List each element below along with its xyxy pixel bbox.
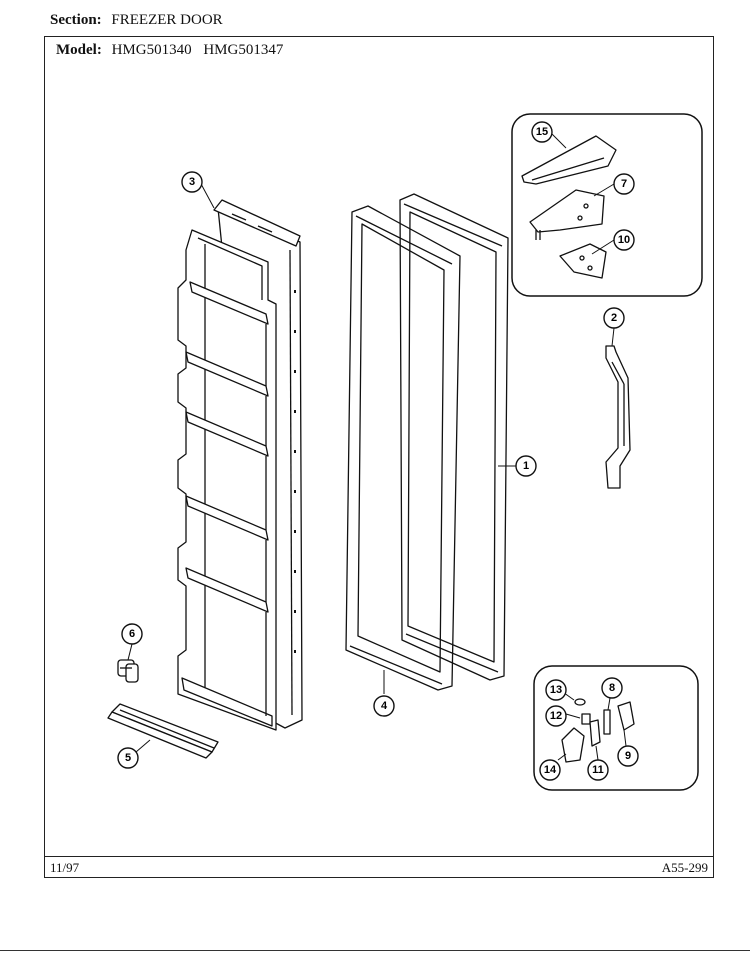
section-label: Section: xyxy=(50,12,102,28)
callout-3: 3 xyxy=(189,176,195,188)
callout-13: 13 xyxy=(550,684,562,696)
callout-12: 12 xyxy=(550,710,562,722)
callout-4: 4 xyxy=(381,700,388,712)
model-label: Model: xyxy=(56,42,102,58)
callout-8: 8 xyxy=(609,682,615,694)
callout-6: 6 xyxy=(129,628,135,640)
section-title: Section: FREEZER DOOR xyxy=(50,12,223,29)
door-frame-part xyxy=(399,193,509,681)
handle-bracket-part xyxy=(605,345,631,489)
page-bottom-divider xyxy=(0,950,750,951)
callout-15: 15 xyxy=(536,126,548,138)
callout-11: 11 xyxy=(592,764,604,776)
section-value: FREEZER DOOR xyxy=(111,12,223,28)
footer-divider xyxy=(44,856,714,857)
callout-10: 10 xyxy=(618,234,630,246)
callout-14: 14 xyxy=(544,764,557,776)
hinge-inset-bottom xyxy=(533,665,699,791)
callout-7: 7 xyxy=(621,178,627,190)
door-gasket-part xyxy=(345,205,461,691)
callout-9: 9 xyxy=(625,750,631,762)
callout-5: 5 xyxy=(125,752,131,764)
callout-2: 2 xyxy=(611,312,617,324)
door-liner-part xyxy=(177,199,303,731)
diagram-frame xyxy=(44,36,714,878)
model-number-1: HMG501340 xyxy=(111,42,192,58)
footer-date: 11/97 xyxy=(50,860,80,875)
callout-1: 1 xyxy=(523,460,529,472)
bottom-trim-part xyxy=(107,703,219,759)
hinge-pin-part xyxy=(117,659,139,683)
footer-code: A55-299 xyxy=(661,860,708,875)
model-number-2: HMG501347 xyxy=(203,42,284,58)
model-line: Model: HMG501340 HMG501347 xyxy=(56,42,291,59)
